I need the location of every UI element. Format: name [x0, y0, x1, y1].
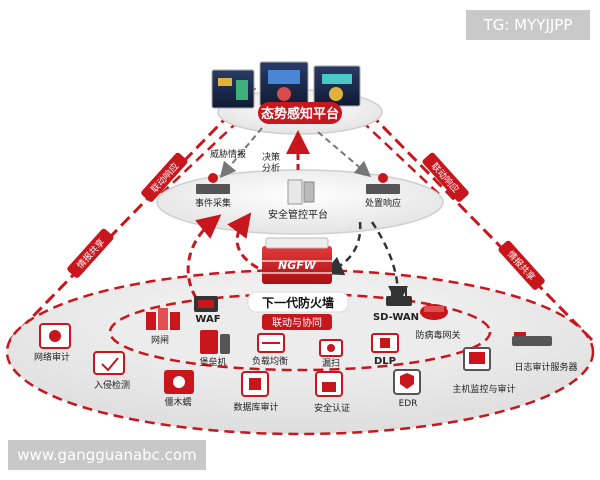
- outer-device-label-8: DLP: [374, 356, 396, 367]
- ngfw-logo: NGFW: [278, 259, 317, 272]
- inner-device-label-2: SD-WAN: [373, 312, 419, 323]
- outer-device-label-7: 安全认证: [314, 402, 350, 414]
- monitor-screens-icon: [211, 61, 361, 109]
- database-audit-icon: [241, 371, 269, 397]
- outer-device-label-0: 网络审计: [34, 351, 70, 363]
- response-label: 处置响应: [365, 197, 401, 209]
- event-collect-device-icon: [196, 173, 230, 194]
- linkage-label: 联动与协同: [272, 316, 322, 329]
- event-collect-label: 事件采集: [195, 197, 231, 209]
- bastion-host-icon: [200, 330, 230, 354]
- outer-device-label-5: 数据库审计: [233, 401, 278, 413]
- inner-device-label-0: 网闸: [151, 335, 169, 346]
- inner-device-label-1: WAF: [195, 314, 220, 325]
- vulnerability-scan-icon: [319, 339, 343, 357]
- ngfw-device-icon: [262, 237, 332, 284]
- edr-icon: [393, 369, 421, 395]
- decision-label-1: 决策: [262, 151, 280, 163]
- arrow-left-up-inner: [227, 212, 259, 270]
- side-label-share-left: 情报共享: [67, 228, 114, 278]
- middle-title: 安全管控平台: [268, 208, 328, 221]
- outer-device-label-1: 入侵检测: [94, 379, 130, 391]
- watermark-bottom: www.gangguanabc.com: [8, 440, 206, 470]
- outer-device-label-4: 负载均衡: [252, 355, 288, 367]
- linkage-box: [262, 314, 332, 330]
- svg-text:情报共享: 情报共享: [505, 248, 538, 283]
- load-balancer-icon: [257, 333, 285, 353]
- botnet-worm-icon: [164, 370, 194, 394]
- outer-device-label-3: 堡垒机: [199, 356, 226, 368]
- control-platform-server-icon: [287, 179, 315, 205]
- arrow-right-down-ngfw: [322, 221, 362, 276]
- dlp-icon: [371, 333, 399, 353]
- sd-wan-icon: [386, 288, 412, 306]
- auth-icon: [315, 371, 343, 397]
- decision-label-2: 分析: [262, 162, 280, 174]
- arrow-dispatch: [317, 131, 372, 178]
- watermark-top: TG: MYYJJPP: [466, 10, 590, 40]
- intrusion-detection-icon: [93, 351, 125, 375]
- arrow-right-down-sdwan: [370, 221, 408, 306]
- top-title: 态势感知平台: [261, 106, 339, 122]
- log-audit-server-icon: [512, 332, 552, 346]
- arrow-left-up-outer: [186, 214, 222, 299]
- svg-text:情报共享: 情报共享: [74, 236, 107, 271]
- response-device-icon: [366, 173, 400, 194]
- inner-device-label-3: 防病毒网关: [415, 329, 460, 341]
- threat-intel-label: 威胁情报: [210, 148, 246, 160]
- gateway-isolator-icon: [146, 308, 180, 330]
- outer-device-label-9: EDR: [399, 399, 418, 409]
- ngfw-title: 下一代防火墙: [262, 295, 334, 310]
- ngfw-title-box: [247, 291, 349, 313]
- pyramid-left-edge: [8, 86, 257, 342]
- top-title-box: [258, 102, 342, 124]
- outer-device-label-11: 日志审计服务器: [514, 361, 577, 373]
- pyramid-right-edge: [343, 86, 594, 342]
- antivirus-gateway-icon: [420, 304, 448, 320]
- outer-device-label-10: 主机监控与审计: [452, 383, 515, 395]
- network-audit-icon: [39, 323, 71, 349]
- waf-icon: [194, 296, 218, 312]
- outer-device-label-6: 漏扫: [322, 357, 340, 369]
- outer-device-label-2: 僵木蠕: [164, 396, 191, 408]
- side-label-share-right: 情报共享: [498, 240, 545, 290]
- host-monitor-icon: [463, 347, 491, 371]
